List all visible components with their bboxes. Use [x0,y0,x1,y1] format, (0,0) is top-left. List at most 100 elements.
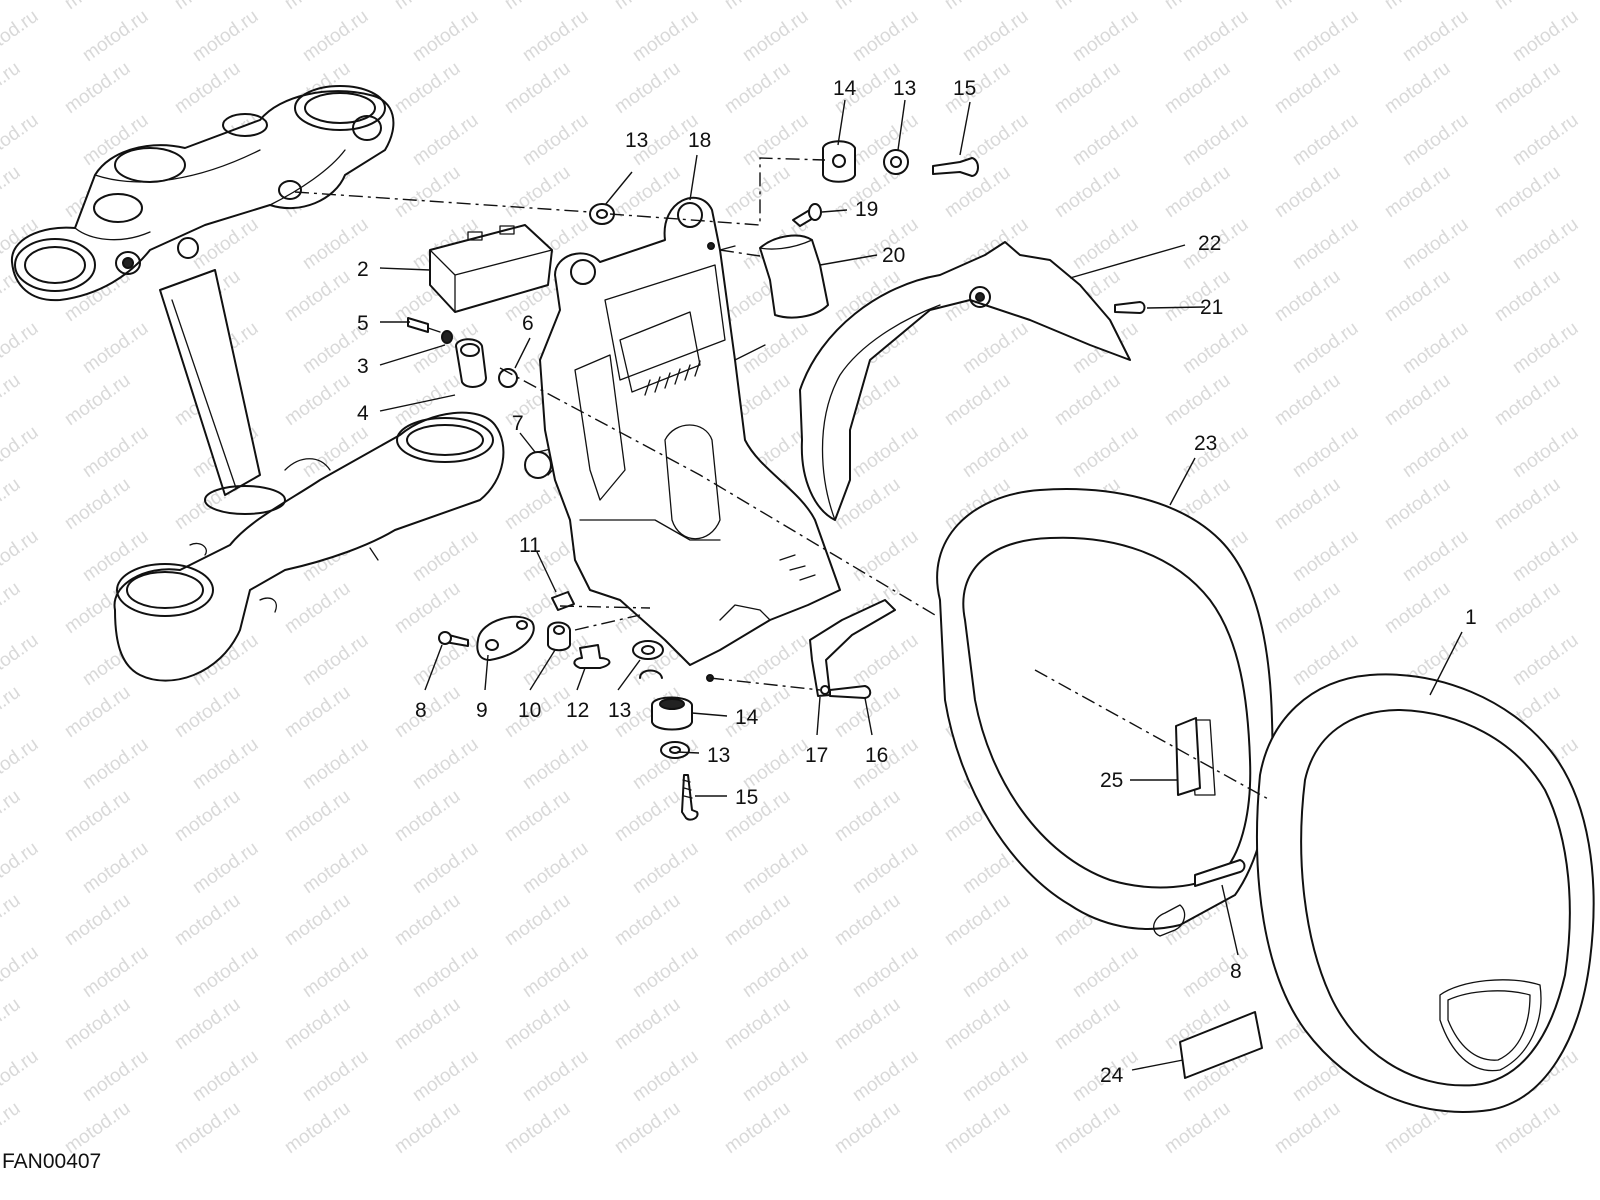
watermark-text: motod.ru [1179,110,1252,170]
callout-14b: 14 [735,706,759,729]
part-1-headlight [1256,673,1595,1113]
watermark-text: motod.ru [739,318,812,378]
watermark-text: motod.ru [1491,266,1564,326]
watermark-text: motod.ru [0,734,42,794]
watermark-text: motod.ru [519,1046,592,1106]
watermark-text: motod.ru [501,994,574,1054]
watermark-text: motod.ru [1271,162,1344,222]
watermark-text: motod.ru [1069,110,1142,170]
callout-11: 11 [519,534,541,557]
watermark-text: motod.ru [299,630,372,690]
watermark-text: motod.ru [171,994,244,1054]
watermark-text: motod.ru [281,1098,354,1158]
watermark-text: motod.ru [1161,1098,1234,1158]
watermark-text: motod.ru [79,734,152,794]
watermark-text: motod.ru [1509,110,1582,170]
watermark-text: motod.ru [1381,0,1454,14]
watermark-text: motod.ru [519,110,592,170]
watermark-text: motod.ru [409,734,482,794]
watermark-text: motod.ru [281,370,354,430]
watermark-text: motod.ru [1051,370,1124,430]
callout-8b: 8 [1230,960,1242,983]
callout-13d: 13 [707,744,730,767]
watermark-text: motod.ru [1289,214,1362,274]
watermark-text: motod.ru [299,838,372,898]
callout-18: 18 [688,129,711,152]
watermark-text: motod.ru [941,370,1014,430]
watermark-text: motod.ru [1271,474,1344,534]
watermark-text: motod.ru [941,58,1014,118]
watermark-text: motod.ru [831,1098,904,1158]
watermark-text: motod.ru [0,630,42,690]
watermark-text: motod.ru [0,682,24,742]
watermark-text: motod.ru [1161,58,1234,118]
watermark-text: motod.ru [1491,370,1564,430]
watermark-text: motod.ru [391,0,464,14]
watermark-text: motod.ru [171,0,244,14]
watermark-text: motod.ru [391,890,464,950]
watermark-text: motod.ru [611,1098,684,1158]
part-22-fairing-stay [799,241,1146,521]
watermark-text: motod.ru [391,786,464,846]
watermark-text: motod.ru [1051,58,1124,118]
assembly-axis-lines [294,157,1271,801]
watermark-text: motod.ru [849,630,922,690]
watermark-text: motod.ru [171,786,244,846]
watermark-text: motod.ru [1399,110,1472,170]
callout-13a: 13 [625,129,648,152]
watermark-text: motod.ru [721,0,794,14]
watermark-text: motod.ru [1399,318,1472,378]
part-20-cover [759,234,829,319]
watermark-text: motod.ru [1491,58,1564,118]
callout-25: 25 [1100,769,1123,792]
watermark-text: motod.ru [0,786,24,846]
callout-1: 1 [1465,606,1477,629]
watermark-text: motod.ru [739,6,812,66]
watermark-text: motod.ru [831,786,904,846]
watermark-text: motod.ru [739,838,812,898]
callout-23: 23 [1194,432,1217,455]
watermark-text: motod.ru [171,890,244,950]
watermark-text: motod.ru [409,6,482,66]
callout-3: 3 [357,355,369,378]
watermark-text: motod.ru [1161,162,1234,222]
watermark-text: motod.ru [941,1098,1014,1158]
callout-2: 2 [357,258,369,281]
watermark-text: motod.ru [1399,6,1472,66]
watermark-text: motod.ru [501,1098,574,1158]
watermark-text: motod.ru [611,994,684,1054]
watermark-text: motod.ru [1509,630,1582,690]
watermark-text: motod.ru [391,994,464,1054]
watermark-text: motod.ru [281,994,354,1054]
watermark-text: motod.ru [501,58,574,118]
watermark-text: motod.ru [629,838,702,898]
callout-6: 6 [522,312,534,335]
watermark-text: motod.ru [281,266,354,326]
watermark-text: motod.ru [849,526,922,586]
watermark-text: motod.ru [1509,214,1582,274]
watermark-text: motod.ru [1069,6,1142,66]
watermark-text: motod.ru [79,1046,152,1106]
watermark-text: motod.ru [1069,422,1142,482]
watermark-text: motod.ru [61,994,134,1054]
watermark-text: motod.ru [189,1046,262,1106]
callout-numbers: 1 2 3 4 5 6 7 8 8 9 10 11 12 13 13 13 13… [357,77,1477,1087]
watermark-text: motod.ru [281,578,354,638]
watermark-text: motod.ru [1289,526,1362,586]
watermark-text: motod.ru [189,838,262,898]
watermark-text: motod.ru [849,942,922,1002]
watermark-text: motod.ru [409,1046,482,1106]
watermark-text: motod.ru [299,942,372,1002]
watermark-text: motod.ru [611,786,684,846]
watermark-text: motod.ru [0,110,42,170]
watermark-text: motod.ru [79,318,152,378]
watermark-text: motod.ru [1491,0,1564,14]
watermark-text: motod.ru [959,318,1032,378]
callout-19: 19 [855,198,878,221]
watermark-text: motod.ru [519,734,592,794]
watermark-text: motod.ru [1271,0,1344,14]
callout-12: 12 [566,699,589,722]
watermark-text: motod.ru [189,942,262,1002]
callout-14a: 14 [833,77,857,100]
